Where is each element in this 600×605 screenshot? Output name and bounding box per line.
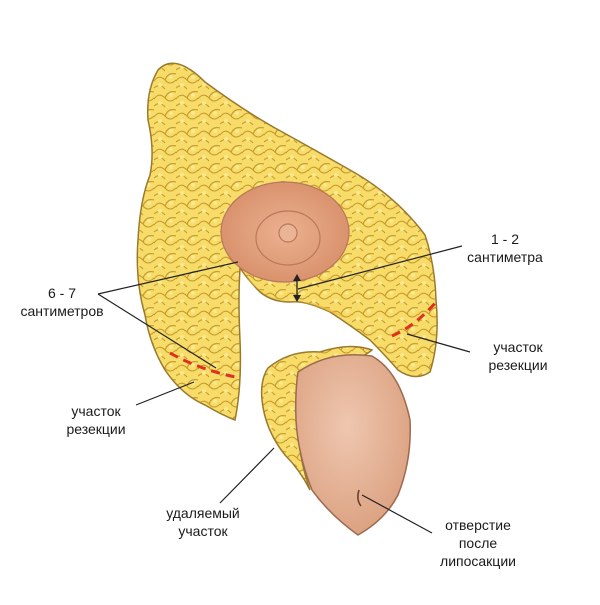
leader-resection-right <box>406 333 471 353</box>
liposuction-hole-mark <box>357 489 362 507</box>
nipple <box>278 223 298 243</box>
measurement-arrow <box>293 274 301 302</box>
areola-ring <box>255 210 321 266</box>
removed-segment-skin <box>295 353 411 536</box>
label-liposuction-hole-line1: отверстие <box>445 517 511 533</box>
label-liposuction-hole-line3: липосакции <box>440 553 516 569</box>
leader-resection-left <box>135 381 195 406</box>
label-resection-right-line1: участок <box>493 339 543 355</box>
leader-distance-large-a <box>97 261 239 295</box>
label-liposuction-hole-line2: после <box>458 535 498 551</box>
label-distance-small-line2: сантиметра <box>467 249 543 265</box>
label-resection-left-line1: участок <box>71 403 121 419</box>
label-distance-large-line2: сантиметров <box>20 303 104 319</box>
label-resection-right-line2: резекции <box>488 357 548 373</box>
resection-line-right <box>391 301 438 338</box>
label-removed-part-line2: участок <box>178 523 228 539</box>
label-distance-large-line1: 6 - 7 <box>47 285 76 301</box>
label-resection-left-line2: резекции <box>66 421 126 437</box>
leader-removed-part <box>219 447 275 504</box>
label-resection-right: участок резекции <box>478 338 558 374</box>
leader-distance-large-b <box>97 293 217 369</box>
leader-lines <box>97 245 471 534</box>
resection-line-left <box>169 351 241 380</box>
label-distance-small-line1: 1 - 2 <box>490 231 519 247</box>
inner-notch-shadow <box>240 268 345 318</box>
label-distance-large: 6 - 7 сантиметров <box>12 284 112 320</box>
label-removed-part: удаляемый участок <box>158 504 248 540</box>
label-removed-part-line1: удаляемый <box>166 505 240 521</box>
leader-distance-small <box>297 245 463 290</box>
label-liposuction-hole: отверстие после липосакции <box>426 516 530 570</box>
leader-liposuction-hole <box>361 494 433 534</box>
label-distance-small: 1 - 2 сантиметра <box>462 230 548 266</box>
label-resection-left: участок резекции <box>56 402 136 438</box>
